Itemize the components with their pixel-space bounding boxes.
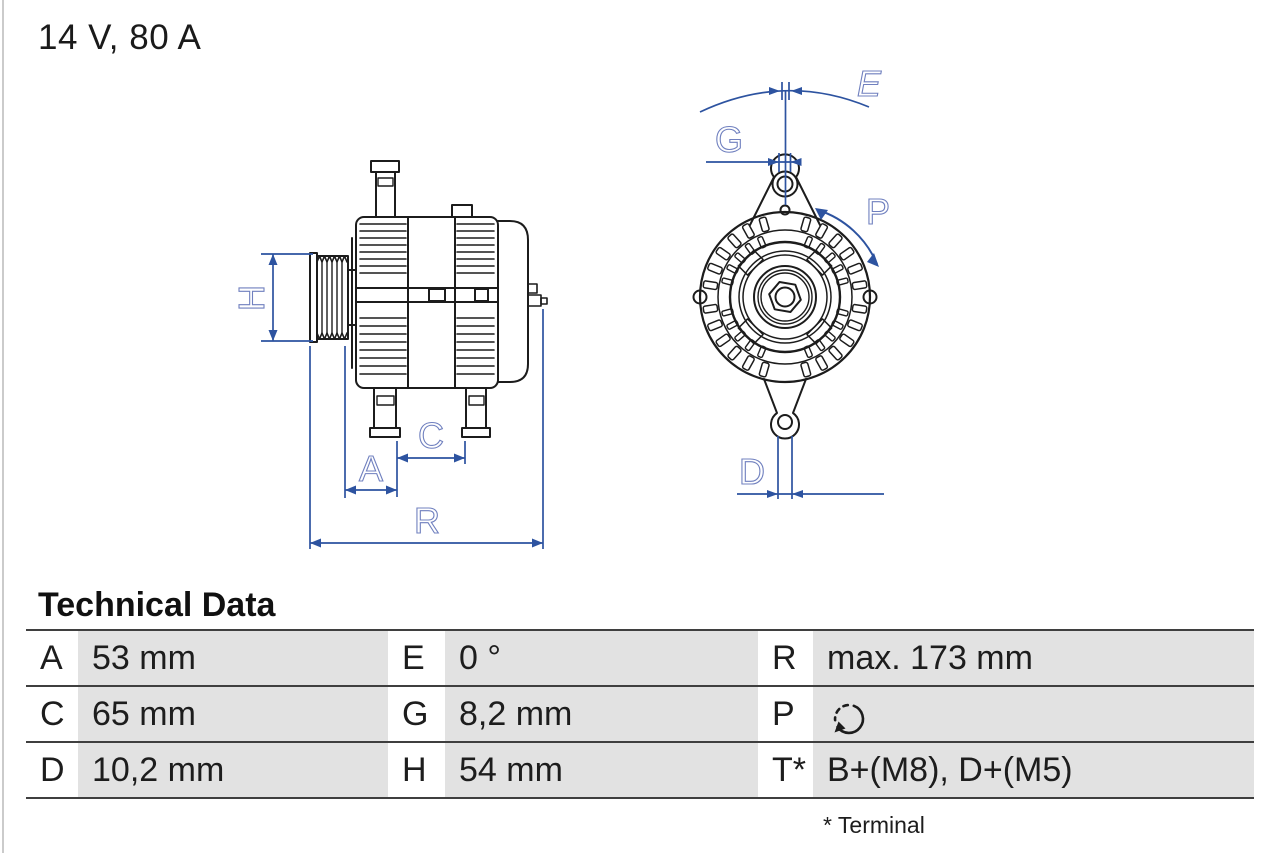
shaft-nut xyxy=(768,281,802,313)
spec-value-T: B+(M8), D+(M5) xyxy=(813,743,1254,797)
technical-data-heading: Technical Data xyxy=(38,586,276,624)
table-rule xyxy=(26,797,1254,799)
terminal-b-plus xyxy=(527,294,542,307)
clockwise-rotation-icon xyxy=(833,703,865,734)
dim-label-C: C xyxy=(418,415,444,456)
stator-spokes xyxy=(737,249,833,345)
table-rule xyxy=(26,629,1254,631)
spec-value-C: 65 mm xyxy=(78,687,388,741)
image-left-border xyxy=(2,0,4,853)
page-title: 14 V, 80 A xyxy=(38,18,202,57)
table-row: D 10,2 mm H 54 mm T* B+(M8), D+(M5) xyxy=(26,743,1254,797)
terminal-d-plus xyxy=(527,283,538,294)
spec-key-E: E xyxy=(388,631,445,685)
bottom-mounting-lugs xyxy=(369,387,491,438)
table-rule xyxy=(26,741,1254,743)
dim-label-E: E xyxy=(857,63,882,104)
top-mounting-lug xyxy=(370,160,400,218)
spec-key-T: T* xyxy=(758,743,813,797)
spec-key-C: C xyxy=(26,687,78,741)
terminal-footnote: * Terminal xyxy=(823,812,925,838)
alternator-technical-drawing: H A C R xyxy=(230,62,891,549)
spec-key-D: D xyxy=(26,743,78,797)
front-view-dimensions xyxy=(699,82,884,499)
spec-key-P: P xyxy=(758,687,813,741)
spec-key-A: A xyxy=(26,631,78,685)
rear-cover xyxy=(497,220,548,383)
spec-value-A: 53 mm xyxy=(78,631,388,685)
spec-value-G: 8,2 mm xyxy=(445,687,758,741)
housing-body xyxy=(355,204,499,389)
spec-key-R: R xyxy=(758,631,813,685)
spec-value-R: max. 173 mm xyxy=(813,631,1254,685)
side-view-drawing xyxy=(309,160,548,438)
front-bottom-lug xyxy=(763,378,807,440)
right-ear xyxy=(862,289,878,305)
dim-label-R: R xyxy=(414,500,440,541)
spec-value-P xyxy=(813,687,1254,741)
side-view-dimensions xyxy=(261,253,544,549)
spec-value-H: 54 mm xyxy=(445,743,758,797)
table-row: C 65 mm G 8,2 mm P xyxy=(26,687,1254,741)
dim-label-A: A xyxy=(359,448,383,489)
spec-key-G: G xyxy=(388,687,445,741)
left-ear xyxy=(692,289,708,305)
spec-value-E: 0 ° xyxy=(445,631,758,685)
table-rule xyxy=(26,685,1254,687)
vent-slots-outer xyxy=(702,216,868,378)
spec-key-H: H xyxy=(388,743,445,797)
spec-value-D: 10,2 mm xyxy=(78,743,388,797)
pulley xyxy=(309,252,349,343)
table-row: A 53 mm E 0 ° R max. 173 mm xyxy=(26,631,1254,685)
dim-label-G: G xyxy=(715,119,743,160)
dim-label-D: D xyxy=(739,451,765,492)
dim-label-H: H xyxy=(231,285,272,311)
cooling-fins xyxy=(359,223,495,375)
dim-label-P: P xyxy=(866,191,890,232)
